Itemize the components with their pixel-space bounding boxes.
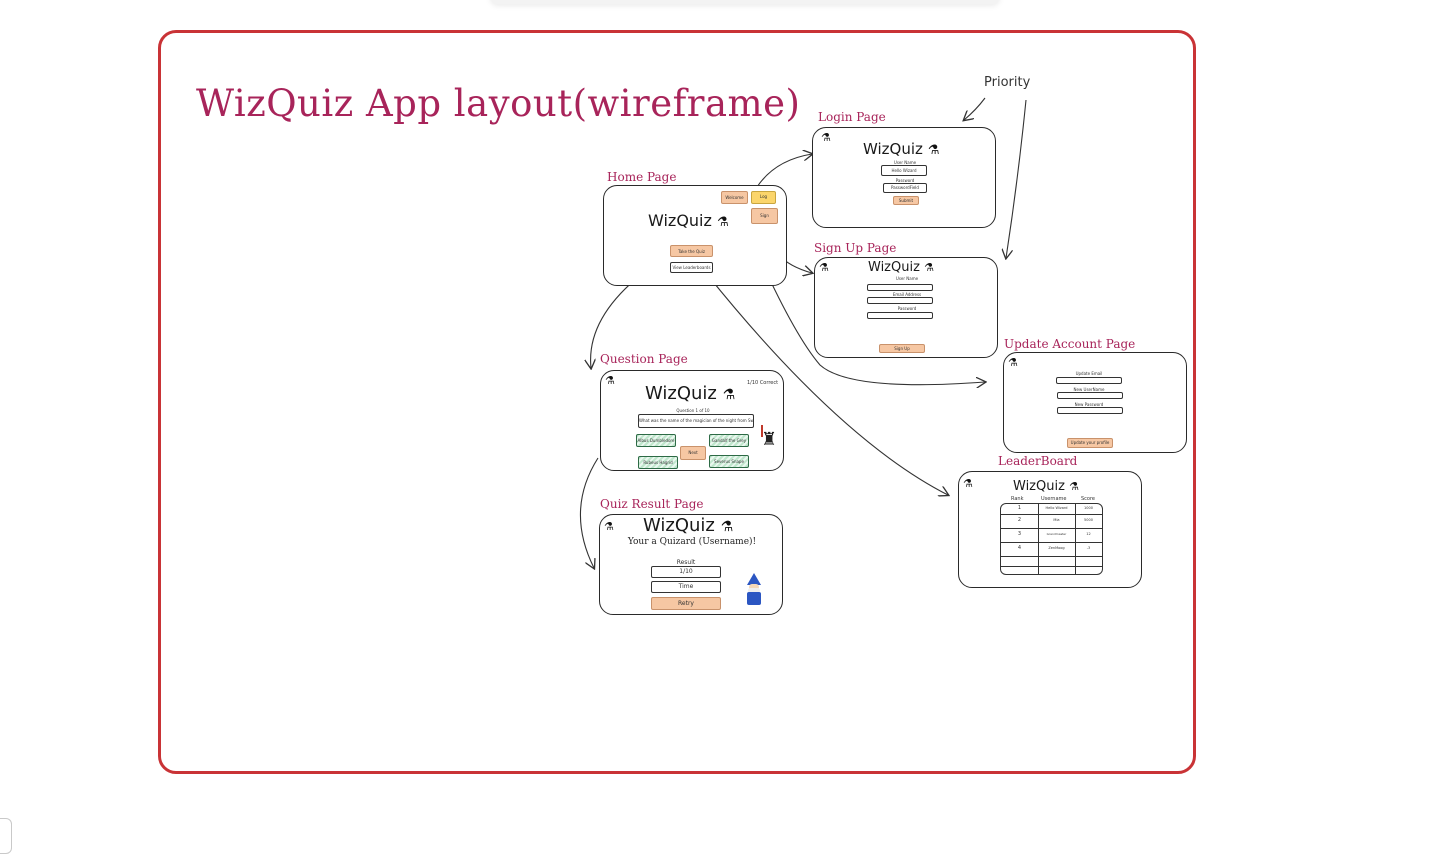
table-row: 3	[1017, 531, 1022, 537]
home-login-button[interactable]: Log	[751, 191, 776, 204]
table-cell: 1000	[1084, 506, 1093, 510]
home-logo: WizQuiz ⚗	[648, 211, 729, 230]
table-cell: Mia	[1053, 518, 1060, 522]
leaderboard-label: LeaderBoard	[998, 454, 1078, 468]
table-row: 2	[1017, 517, 1022, 523]
answer-option-1[interactable]: Albus Dumbledore	[636, 434, 676, 447]
wizard-hat-icon: ⚗	[605, 374, 615, 387]
login-logo: WizQuiz ⚗	[863, 140, 940, 158]
result-label: Result	[676, 559, 696, 566]
signup-logo: WizQuiz ⚗	[868, 260, 934, 275]
login-submit-button[interactable]: Submit	[893, 196, 919, 205]
table-row: 1	[1017, 505, 1022, 511]
wizard-hat-icon: ⚗	[1069, 480, 1079, 493]
result-subtitle: Your a Quizard (Username)!	[627, 537, 757, 547]
leaderboard-logo: WizQuiz ⚗	[1013, 479, 1079, 494]
login-password-label: Password	[895, 178, 915, 183]
login-password-input[interactable]: PasswordField	[883, 183, 927, 193]
table-cell: -3	[1086, 546, 1091, 550]
table-cell: Grandmaster	[1046, 532, 1067, 536]
home-page-screen: Log Welcome Sign WizQuiz ⚗ Take the Quiz…	[603, 185, 787, 286]
wizard-hat-icon: ⚗	[1008, 356, 1018, 369]
signup-submit-button[interactable]: Sign Up	[879, 344, 925, 353]
question-text: What was the name of the magician of the…	[638, 414, 754, 428]
diagram-title: WizQuiz App layout(wireframe)	[196, 82, 801, 125]
update-page-screen: ⚗ Update Email New UserName New Password…	[1003, 352, 1187, 453]
home-page-label: Home Page	[607, 170, 677, 184]
take-quiz-button[interactable]: Take the Quiz	[670, 245, 713, 257]
signup-email-input[interactable]	[867, 297, 933, 304]
result-page-label: Quiz Result Page	[600, 497, 704, 511]
wizard-hat-icon: ⚗	[821, 131, 831, 144]
update-username-label: New UserName	[1073, 387, 1105, 392]
home-welcome-button[interactable]: Welcome	[721, 191, 748, 204]
wizard-hat-icon: ⚗	[927, 143, 940, 158]
wizard-hat-icon: ⚗	[604, 520, 614, 533]
update-email-input[interactable]	[1056, 377, 1122, 384]
col-header-rank: Rank	[1011, 496, 1024, 502]
login-page-label: Login Page	[818, 110, 886, 124]
update-password-input[interactable]	[1057, 407, 1123, 414]
signup-password-input[interactable]	[867, 312, 933, 319]
signup-page-screen: ⚗ WizQuiz ⚗ User Name Email Address Pass…	[814, 257, 998, 358]
dark-wizard-figure-icon: ♜	[761, 429, 778, 450]
wizard-hat-icon: ⚗	[963, 477, 973, 490]
wizard-hat-icon: ⚗	[716, 215, 729, 230]
update-email-label: Update Email	[1075, 371, 1103, 376]
arrow-home-to-login	[756, 154, 812, 188]
col-header-username: Username	[1041, 496, 1067, 502]
signup-password-label: Password	[897, 306, 917, 311]
login-username-label: User Name	[893, 160, 917, 165]
wizard-hat-icon: ⚗	[720, 519, 734, 535]
update-page-label: Update Account Page	[1004, 337, 1136, 351]
table-row: 4	[1017, 545, 1022, 551]
answer-option-4[interactable]: Severus Snape	[709, 455, 749, 468]
login-page-screen: ⚗ WizQuiz ⚗ User Name Hello Wizard Passw…	[812, 127, 996, 228]
question-page-label: Question Page	[600, 352, 688, 366]
table-cell: Hello Wizard	[1045, 506, 1068, 510]
leaderboard-screen: ⚗ WizQuiz ⚗ Rank Username Score 1 Hello …	[958, 471, 1142, 588]
login-username-input[interactable]: Hello Wizard	[881, 165, 927, 176]
wizard-hat-icon: ⚗	[819, 261, 829, 274]
result-time: Time	[651, 581, 721, 593]
arrow-home-to-leaderboard	[705, 272, 948, 495]
wand-icon	[761, 425, 763, 437]
priority-label: Priority	[984, 75, 1031, 90]
signup-username-input[interactable]	[867, 284, 933, 291]
update-submit-button[interactable]: Update your profile	[1067, 438, 1113, 448]
question-page-screen: ⚗ WizQuiz ⚗ 1/10 Correct Question 1 of 1…	[600, 370, 784, 471]
answer-option-2[interactable]: Gandalf the Grey	[709, 434, 749, 447]
result-value: 1/10	[651, 566, 721, 578]
answer-option-3[interactable]: Rubeus Hagrid	[638, 456, 678, 469]
signup-email-label: Email Address	[892, 292, 922, 297]
wizard-figure-icon	[744, 573, 764, 605]
result-logo: WizQuiz ⚗	[643, 515, 734, 536]
question-logo: WizQuiz ⚗	[645, 383, 736, 404]
update-username-input[interactable]	[1057, 392, 1123, 399]
wizard-hat-icon: ⚗	[924, 261, 934, 274]
arrow-question-to-result	[579, 457, 599, 568]
question-counter: Question 1 of 10	[676, 408, 710, 413]
leaderboard-table: 1 Hello Wizard 1000 2 Mia 5000 3 Grandma…	[1000, 503, 1103, 575]
view-leaderboards-button[interactable]: View Leaderboards	[670, 262, 713, 273]
table-cell: ZenMoog	[1048, 546, 1065, 550]
signup-page-label: Sign Up Page	[814, 241, 897, 255]
arrow-priority-to-signup	[1006, 99, 1027, 258]
table-cell: 12	[1086, 532, 1091, 536]
next-button[interactable]: Next	[680, 446, 706, 460]
arrow-priority-to-login	[964, 97, 986, 120]
col-header-score: Score	[1081, 496, 1096, 502]
table-cell: 5000	[1084, 518, 1093, 522]
update-password-label: New Password	[1074, 402, 1104, 407]
home-signup-button[interactable]: Sign	[751, 208, 778, 224]
result-page-screen: ⚗ WizQuiz ⚗ Your a Quizard (Username)! R…	[599, 514, 783, 615]
retry-button[interactable]: Retry	[651, 597, 721, 610]
wizard-hat-icon: ⚗	[722, 387, 736, 403]
top-toolbar-shadow	[490, 0, 1000, 4]
canvas-frame	[158, 30, 1196, 774]
score-counter: 1/10 Correct	[747, 380, 779, 386]
signup-username-label: User Name	[895, 276, 919, 281]
